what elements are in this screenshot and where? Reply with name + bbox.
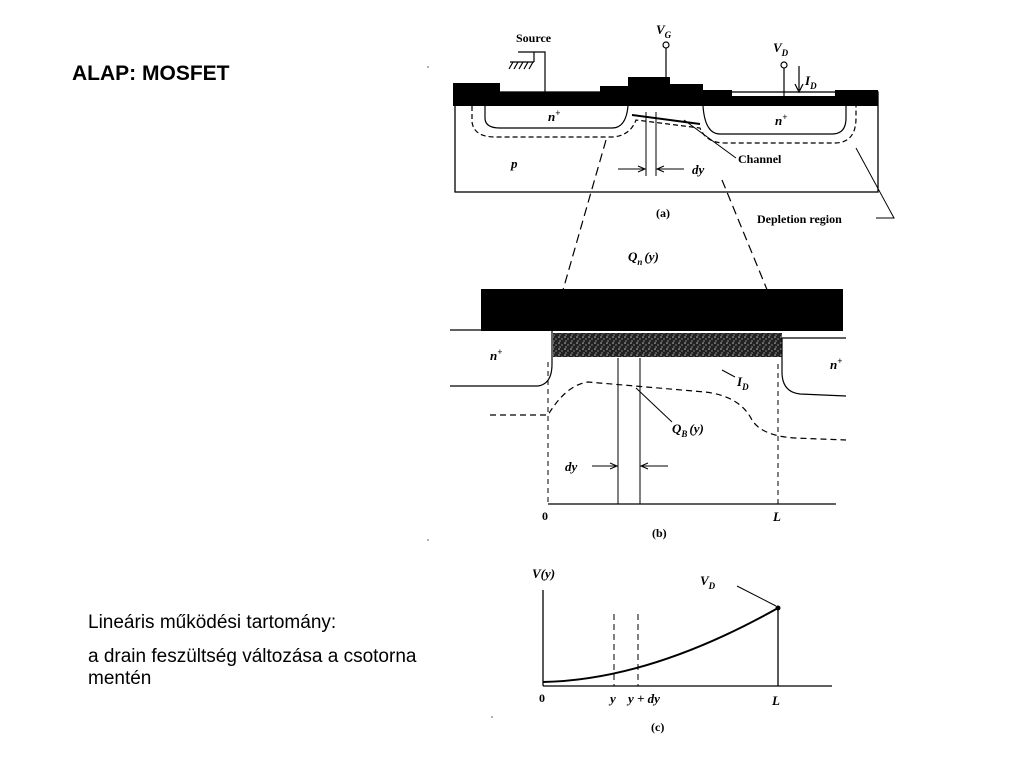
vd-label: VD bbox=[773, 40, 789, 58]
caption-line-2: a drain feszültség változása a csotorna … bbox=[88, 646, 417, 689]
n-plus-right-label-a: n+ bbox=[775, 112, 787, 128]
dy-arrowhead-left-a bbox=[637, 165, 647, 173]
id-label-b: ID bbox=[736, 374, 749, 392]
slide-caption: Lineáris működési tartomány: a drain fes… bbox=[88, 612, 448, 702]
x-axis-c-y: y bbox=[608, 691, 616, 706]
source-label: Source bbox=[516, 31, 552, 45]
surface-metal-layer bbox=[453, 77, 878, 106]
qb-label: QB(y) bbox=[672, 421, 704, 439]
n-plus-right-label-b: n+ bbox=[830, 356, 842, 372]
n-plus-left-label-a: n+ bbox=[548, 108, 560, 124]
y-axis-c-label: V(y) bbox=[532, 566, 555, 581]
dy-arrowhead-left-b bbox=[609, 462, 619, 470]
inversion-channel bbox=[553, 333, 782, 357]
drain-terminal bbox=[780, 61, 788, 69]
dy-label-a: dy bbox=[692, 162, 705, 177]
ground-icon bbox=[508, 52, 535, 70]
figure-b-caption: (b) bbox=[652, 526, 667, 540]
qb-leader bbox=[635, 387, 673, 423]
id-label-a: ID bbox=[804, 73, 817, 91]
dy-label-b: dy bbox=[565, 459, 578, 474]
voltage-curve bbox=[542, 607, 779, 683]
vd-leader bbox=[736, 585, 777, 607]
n-plus-left-label-b: n+ bbox=[490, 347, 502, 363]
axis-b-L: L bbox=[772, 509, 781, 524]
slide-title: ALAP: MOSFET bbox=[72, 62, 230, 85]
vd-label-c: VD bbox=[700, 573, 716, 591]
scan-speck-1 bbox=[427, 66, 429, 68]
depletion-boundary-b bbox=[490, 381, 847, 441]
x-axis-c-ydy: y + dy bbox=[626, 691, 660, 706]
substrate-p bbox=[454, 91, 879, 193]
vd-point bbox=[775, 605, 781, 611]
zoom-line-left bbox=[562, 139, 607, 291]
figure-a-caption: (a) bbox=[656, 206, 670, 220]
gate-electrode bbox=[481, 289, 843, 331]
axis-b-zero: 0 bbox=[542, 509, 548, 523]
depletion-boundary-a bbox=[471, 106, 857, 144]
dy-arrowhead-right-a bbox=[655, 165, 665, 173]
scan-speck-3 bbox=[491, 716, 493, 718]
n-plus-well-left bbox=[484, 105, 629, 129]
figure-b-channel-detail: Qn(y) n+ n+ QB(y) ID dy bbox=[450, 249, 847, 540]
depletion-region-label: Depletion region bbox=[757, 212, 842, 226]
caption-line-1: Lineáris működési tartomány: bbox=[88, 612, 337, 633]
p-substrate-label: p bbox=[510, 156, 518, 171]
figure-a-cross-section: Source VG VD ID n+ n+ bbox=[453, 22, 895, 226]
zoom-line-right bbox=[721, 179, 769, 293]
channel-line bbox=[631, 114, 701, 125]
source-lead bbox=[518, 51, 546, 92]
x-axis-c-L: L bbox=[771, 693, 780, 708]
depletion-leader bbox=[855, 147, 895, 219]
channel-label: Channel bbox=[738, 152, 782, 166]
channel-leader bbox=[683, 119, 737, 159]
dy-arrowhead-right-b bbox=[639, 462, 649, 470]
n-plus-region-left bbox=[450, 329, 553, 387]
n-plus-region-right bbox=[781, 337, 847, 397]
gate-terminal bbox=[662, 41, 670, 49]
id-arrow-head bbox=[794, 83, 804, 94]
n-plus-well-right bbox=[702, 105, 847, 135]
figure-c-voltage-plot: V(y) VD 0 y y + dy L (c) bbox=[532, 566, 832, 734]
scan-speck-2 bbox=[427, 539, 429, 541]
figure-c-caption: (c) bbox=[651, 720, 664, 734]
id-leader-b bbox=[721, 369, 736, 378]
vg-label: VG bbox=[656, 22, 672, 40]
qn-label: Qn(y) bbox=[628, 249, 659, 267]
x-axis-c-zero: 0 bbox=[539, 691, 545, 705]
